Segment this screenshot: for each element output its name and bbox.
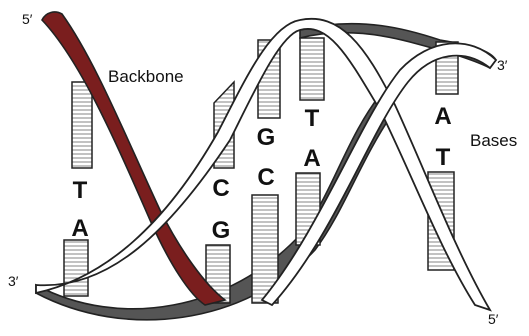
base-letter-5-upper: A — [434, 103, 451, 130]
base-letter-1-upper: T — [73, 177, 88, 204]
end-label-bottom-right: 5′ — [488, 311, 499, 327]
base-bar-1-upper — [72, 82, 92, 168]
base-letter-2-lower: G — [212, 217, 231, 244]
base-letter-5-lower: T — [436, 144, 451, 171]
bases-label: Bases — [470, 131, 517, 150]
base-bar-4-upper — [300, 38, 324, 100]
base-letter-3-lower: C — [257, 164, 274, 191]
base-bar-1-lower — [64, 240, 88, 296]
end-label-bottom-left: 3′ — [8, 273, 19, 289]
base-letter-3-upper: G — [257, 124, 276, 151]
end-label-top-right: 3′ — [497, 57, 508, 73]
base-letter-1-lower: A — [71, 215, 88, 242]
end-label-top-left: 5′ — [22, 11, 33, 27]
base-letter-4-upper: T — [305, 105, 320, 132]
backbone-label: Backbone — [108, 67, 184, 86]
base-letter-2-upper: C — [212, 175, 229, 202]
base-letter-4-lower: A — [303, 145, 320, 172]
